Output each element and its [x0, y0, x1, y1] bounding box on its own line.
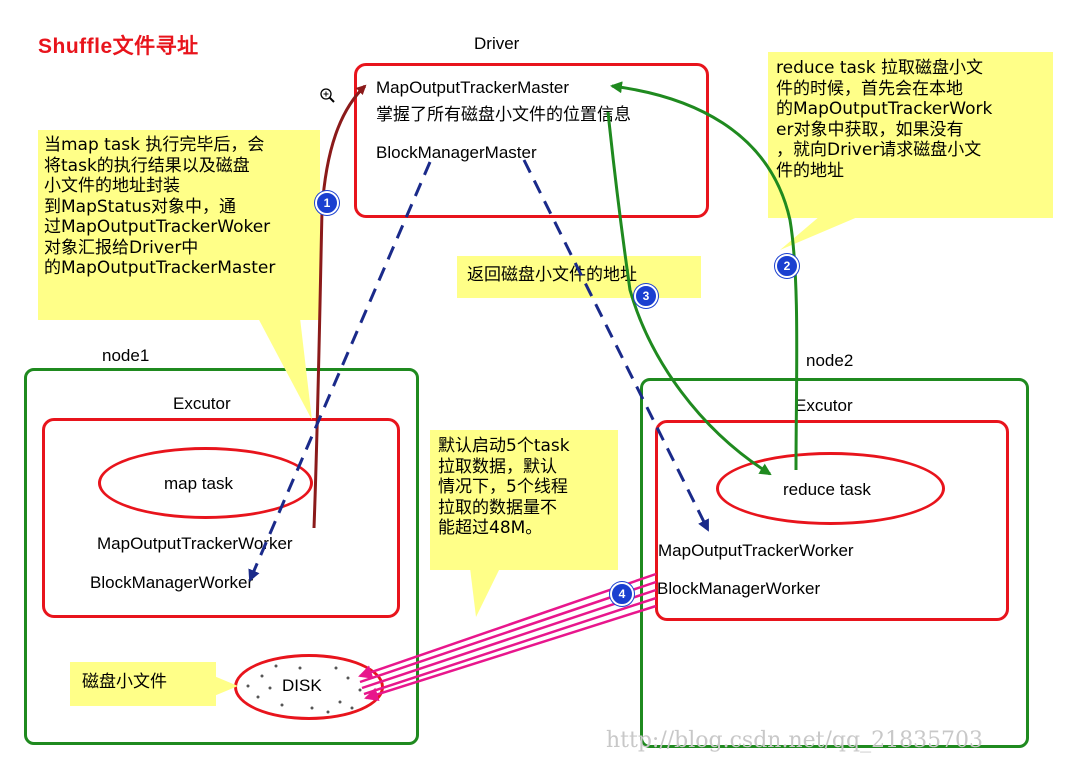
fetch-line — [358, 572, 657, 679]
note-line: 拉取的数据量不 — [438, 497, 557, 518]
note-line: 件的时候，首先会在本地 — [776, 78, 963, 99]
note-line: er对象中获取，如果没有 — [776, 119, 964, 140]
driver-label: Driver — [474, 34, 520, 53]
node2-block-manager-worker: BlockManagerWorker — [657, 579, 821, 598]
step-4-marker: 4 — [610, 582, 634, 606]
note-line: 到MapStatus对象中，通 — [44, 196, 237, 217]
step-2-marker: 2 — [775, 254, 799, 278]
driver-box — [354, 63, 709, 218]
request-arrow — [610, 81, 799, 471]
node1-executor-label: Excutor — [173, 394, 231, 413]
fetch-data-note: 默认启动5个task 拉取数据，默认 情况下，5个线程 拉取的数据量不 能超过4… — [430, 430, 618, 570]
map-task-note: 当map task 执行完毕后，会 将task的执行结果以及磁盘 小文件的地址封… — [38, 130, 320, 320]
note-line: 当map task 执行完毕后，会 — [44, 135, 265, 155]
map-note-tail — [258, 318, 312, 420]
block-master-to-node1 — [248, 161, 432, 582]
note-line: 磁盘小文件 — [82, 672, 167, 692]
driver-block-manager-master: BlockManagerMaster — [376, 143, 537, 162]
note-line: 默认启动5个task — [438, 436, 570, 456]
node2-executor-label: Excutor — [795, 396, 853, 415]
note-line: 能超过48M。 — [438, 518, 543, 538]
reduce-note-tail — [780, 216, 860, 250]
disk-files-note: 磁盘小文件 — [70, 662, 216, 706]
map-task-ellipse — [98, 447, 313, 519]
reduce-task-note: reduce task 拉取磁盘小文 件的时候，首先会在本地 的MapOutpu… — [768, 52, 1053, 218]
note-line: 情况下，5个线程 — [438, 477, 568, 497]
node1-label: node1 — [102, 346, 150, 365]
note-line: 的MapOutputTrackerWork — [776, 99, 993, 119]
block-master-to-node2 — [522, 159, 710, 532]
note-line: 小文件的地址封装 — [44, 176, 180, 196]
node2-label: node2 — [806, 351, 854, 370]
note-line: 件的地址 — [776, 160, 844, 181]
node1-block-manager-worker: BlockManagerWorker — [90, 573, 254, 592]
step-1-marker: 1 — [315, 191, 339, 215]
fetch-note-tail — [470, 568, 500, 617]
return-address-note: 返回磁盘小文件的地址 — [457, 256, 701, 298]
note-line: 过MapOutputTrackerWoker — [44, 217, 271, 237]
note-line: 的MapOutputTrackerMaster — [44, 258, 276, 278]
fetch-line — [359, 580, 657, 684]
disk-ellipse — [234, 654, 384, 720]
note-line: 对象汇报给Driver中 — [44, 237, 199, 258]
zoom-cursor-icon — [320, 88, 335, 103]
fetch-line — [364, 604, 657, 702]
report-arrow — [312, 84, 367, 529]
return-arrow — [606, 111, 772, 476]
watermark: http://blog.csdn.net/qq_21835703 — [606, 728, 984, 753]
driver-tracker-master: MapOutputTrackerMaster — [376, 78, 570, 97]
fetch-line — [363, 596, 657, 696]
fetch-line — [361, 588, 657, 690]
note-line: 返回磁盘小文件的地址 — [467, 265, 637, 285]
driver-position-info: 掌握了所有磁盘小文件的位置信息 — [376, 105, 631, 125]
map-task-label: map task — [164, 474, 233, 493]
note-line: 拉取数据，默认 — [438, 456, 557, 477]
reduce-task-label: reduce task — [783, 480, 871, 499]
note-line: reduce task 拉取磁盘小文 — [776, 58, 984, 78]
node2-tracker-worker: MapOutputTrackerWorker — [658, 541, 854, 560]
disk-note-tail — [214, 676, 238, 696]
disk-label: DISK — [282, 676, 322, 695]
note-line: 将task的执行结果以及磁盘 — [44, 155, 250, 176]
step-3-marker: 3 — [634, 284, 658, 308]
node1-tracker-worker: MapOutputTrackerWorker — [97, 534, 293, 553]
note-line: ，就向Driver请求磁盘小文 — [776, 140, 982, 160]
diagram-title: Shuffle文件寻址 — [38, 35, 199, 58]
